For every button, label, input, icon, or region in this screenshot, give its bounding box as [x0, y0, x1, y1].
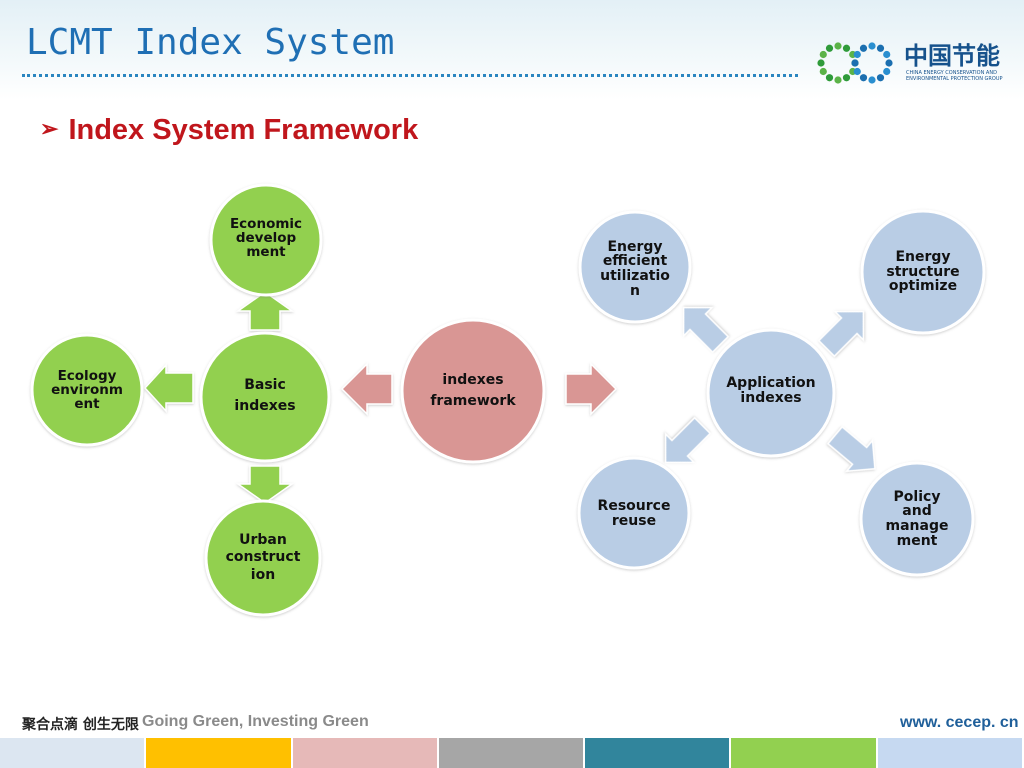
logo-dot — [825, 44, 834, 52]
node-label-line: Energy — [607, 238, 663, 255]
logo-dot — [853, 50, 861, 59]
logo-dot — [853, 67, 861, 76]
node-policy-circle — [859, 461, 975, 577]
logo-dot — [819, 67, 827, 76]
node-label-line: ment — [246, 244, 286, 261]
footer-slogan-chinese: 聚合点滴 创生无限 — [22, 717, 139, 733]
node-label-line: develop — [235, 229, 297, 246]
logo-dot — [834, 42, 842, 50]
node-label-line: Policy — [893, 488, 941, 505]
node-label-line: structure — [886, 263, 960, 280]
node-resource-circle — [577, 456, 691, 570]
logo-chinese-text: 中国节能 — [904, 42, 1000, 70]
logo-dot — [851, 59, 859, 67]
arrow-application-to-policy — [826, 425, 876, 473]
page-title: LCMT Index System — [26, 22, 395, 63]
footer-color-bar — [585, 738, 730, 768]
logo-dot — [834, 76, 842, 84]
node-label-line: Application — [726, 375, 816, 392]
node-label-line: environm — [51, 381, 123, 398]
logo-dot — [817, 59, 825, 67]
node-label-line: Energy — [895, 248, 951, 265]
arrow-basic-to-urban — [235, 465, 295, 504]
arrow-basic-to-ecology — [143, 363, 194, 413]
logo-dot — [819, 50, 827, 59]
footer-color-bar — [877, 738, 1022, 768]
header-band — [0, 0, 1024, 100]
node-label-line: construct — [225, 549, 301, 566]
footer-slogan-english: Going Green, Investing Green — [142, 713, 369, 730]
node-urban-circle — [204, 499, 322, 617]
node-basic-label: Basic indexes — [213, 371, 317, 421]
logo-dot — [876, 44, 885, 52]
arrow-basic-to-economic — [235, 291, 295, 331]
node-label-line: indexes — [442, 372, 504, 388]
arrow-application-to-resource — [664, 416, 712, 464]
node-application-circle — [706, 328, 836, 458]
node-label-line: framework — [430, 393, 516, 409]
logo-dot — [885, 59, 893, 67]
logo-dot — [859, 44, 868, 52]
node-economic-circle — [209, 183, 323, 297]
node-label-line: Resource — [597, 498, 671, 515]
logo-dot — [842, 74, 851, 82]
node-label-line: ent — [74, 396, 100, 413]
node-label-line: Basic — [244, 377, 286, 393]
node-label-line: ment — [896, 532, 938, 549]
logo-dot — [868, 42, 876, 50]
section-heading-text: Index System Framework — [68, 114, 419, 146]
logo-dot — [868, 76, 876, 84]
arrow-framework-to-basic — [340, 362, 393, 416]
node-label-line: indexes — [740, 390, 802, 406]
footer-color-bar — [731, 738, 876, 768]
footer-color-bar — [438, 738, 584, 768]
node-label-line: n — [630, 282, 640, 299]
node-framework-label: indexes framework — [413, 366, 533, 416]
logo-dot — [825, 74, 834, 82]
arrow-application-to-energy-efficient — [682, 306, 730, 354]
node-label-line: manage — [885, 518, 949, 534]
arrow-application-to-energy-structure — [817, 310, 865, 358]
logo-dot — [842, 44, 851, 52]
bullet-arrow-icon: ➢ — [40, 116, 59, 141]
arrow-framework-to-application — [565, 362, 618, 416]
node-label-line: ion — [250, 566, 276, 583]
node-basic-circle — [199, 331, 331, 463]
node-label-line: and — [902, 503, 932, 520]
node-label-line: reuse — [611, 513, 657, 529]
node-energy-efficient-circle — [578, 210, 692, 324]
section-heading: ➢ Index System Framework — [40, 114, 418, 147]
logo-dot — [883, 67, 891, 76]
node-label-line: Economic — [229, 215, 303, 232]
node-energy-structure-circle — [860, 209, 986, 335]
logo-dot — [876, 74, 885, 82]
logo-dot — [859, 74, 868, 82]
node-label-line: indexes — [234, 398, 296, 414]
node-ecology-circle — [30, 333, 144, 447]
footer-color-bar — [146, 738, 291, 768]
node-label-line: efficient — [602, 253, 668, 270]
node-label-line: Ecology — [57, 367, 117, 384]
logo-ring-icon — [817, 42, 893, 84]
node-label-line: Urban — [239, 531, 287, 548]
footer-website-link[interactable]: www. cecep. cn — [900, 714, 1019, 731]
node-framework-circle — [400, 318, 546, 464]
node-label-line: optimize — [888, 278, 958, 295]
footer-color-bar — [292, 738, 437, 768]
node-label-line: utilizatio — [600, 268, 670, 284]
logo-dot — [883, 50, 891, 59]
footer-color-bar — [0, 738, 145, 768]
title-divider — [22, 74, 798, 77]
